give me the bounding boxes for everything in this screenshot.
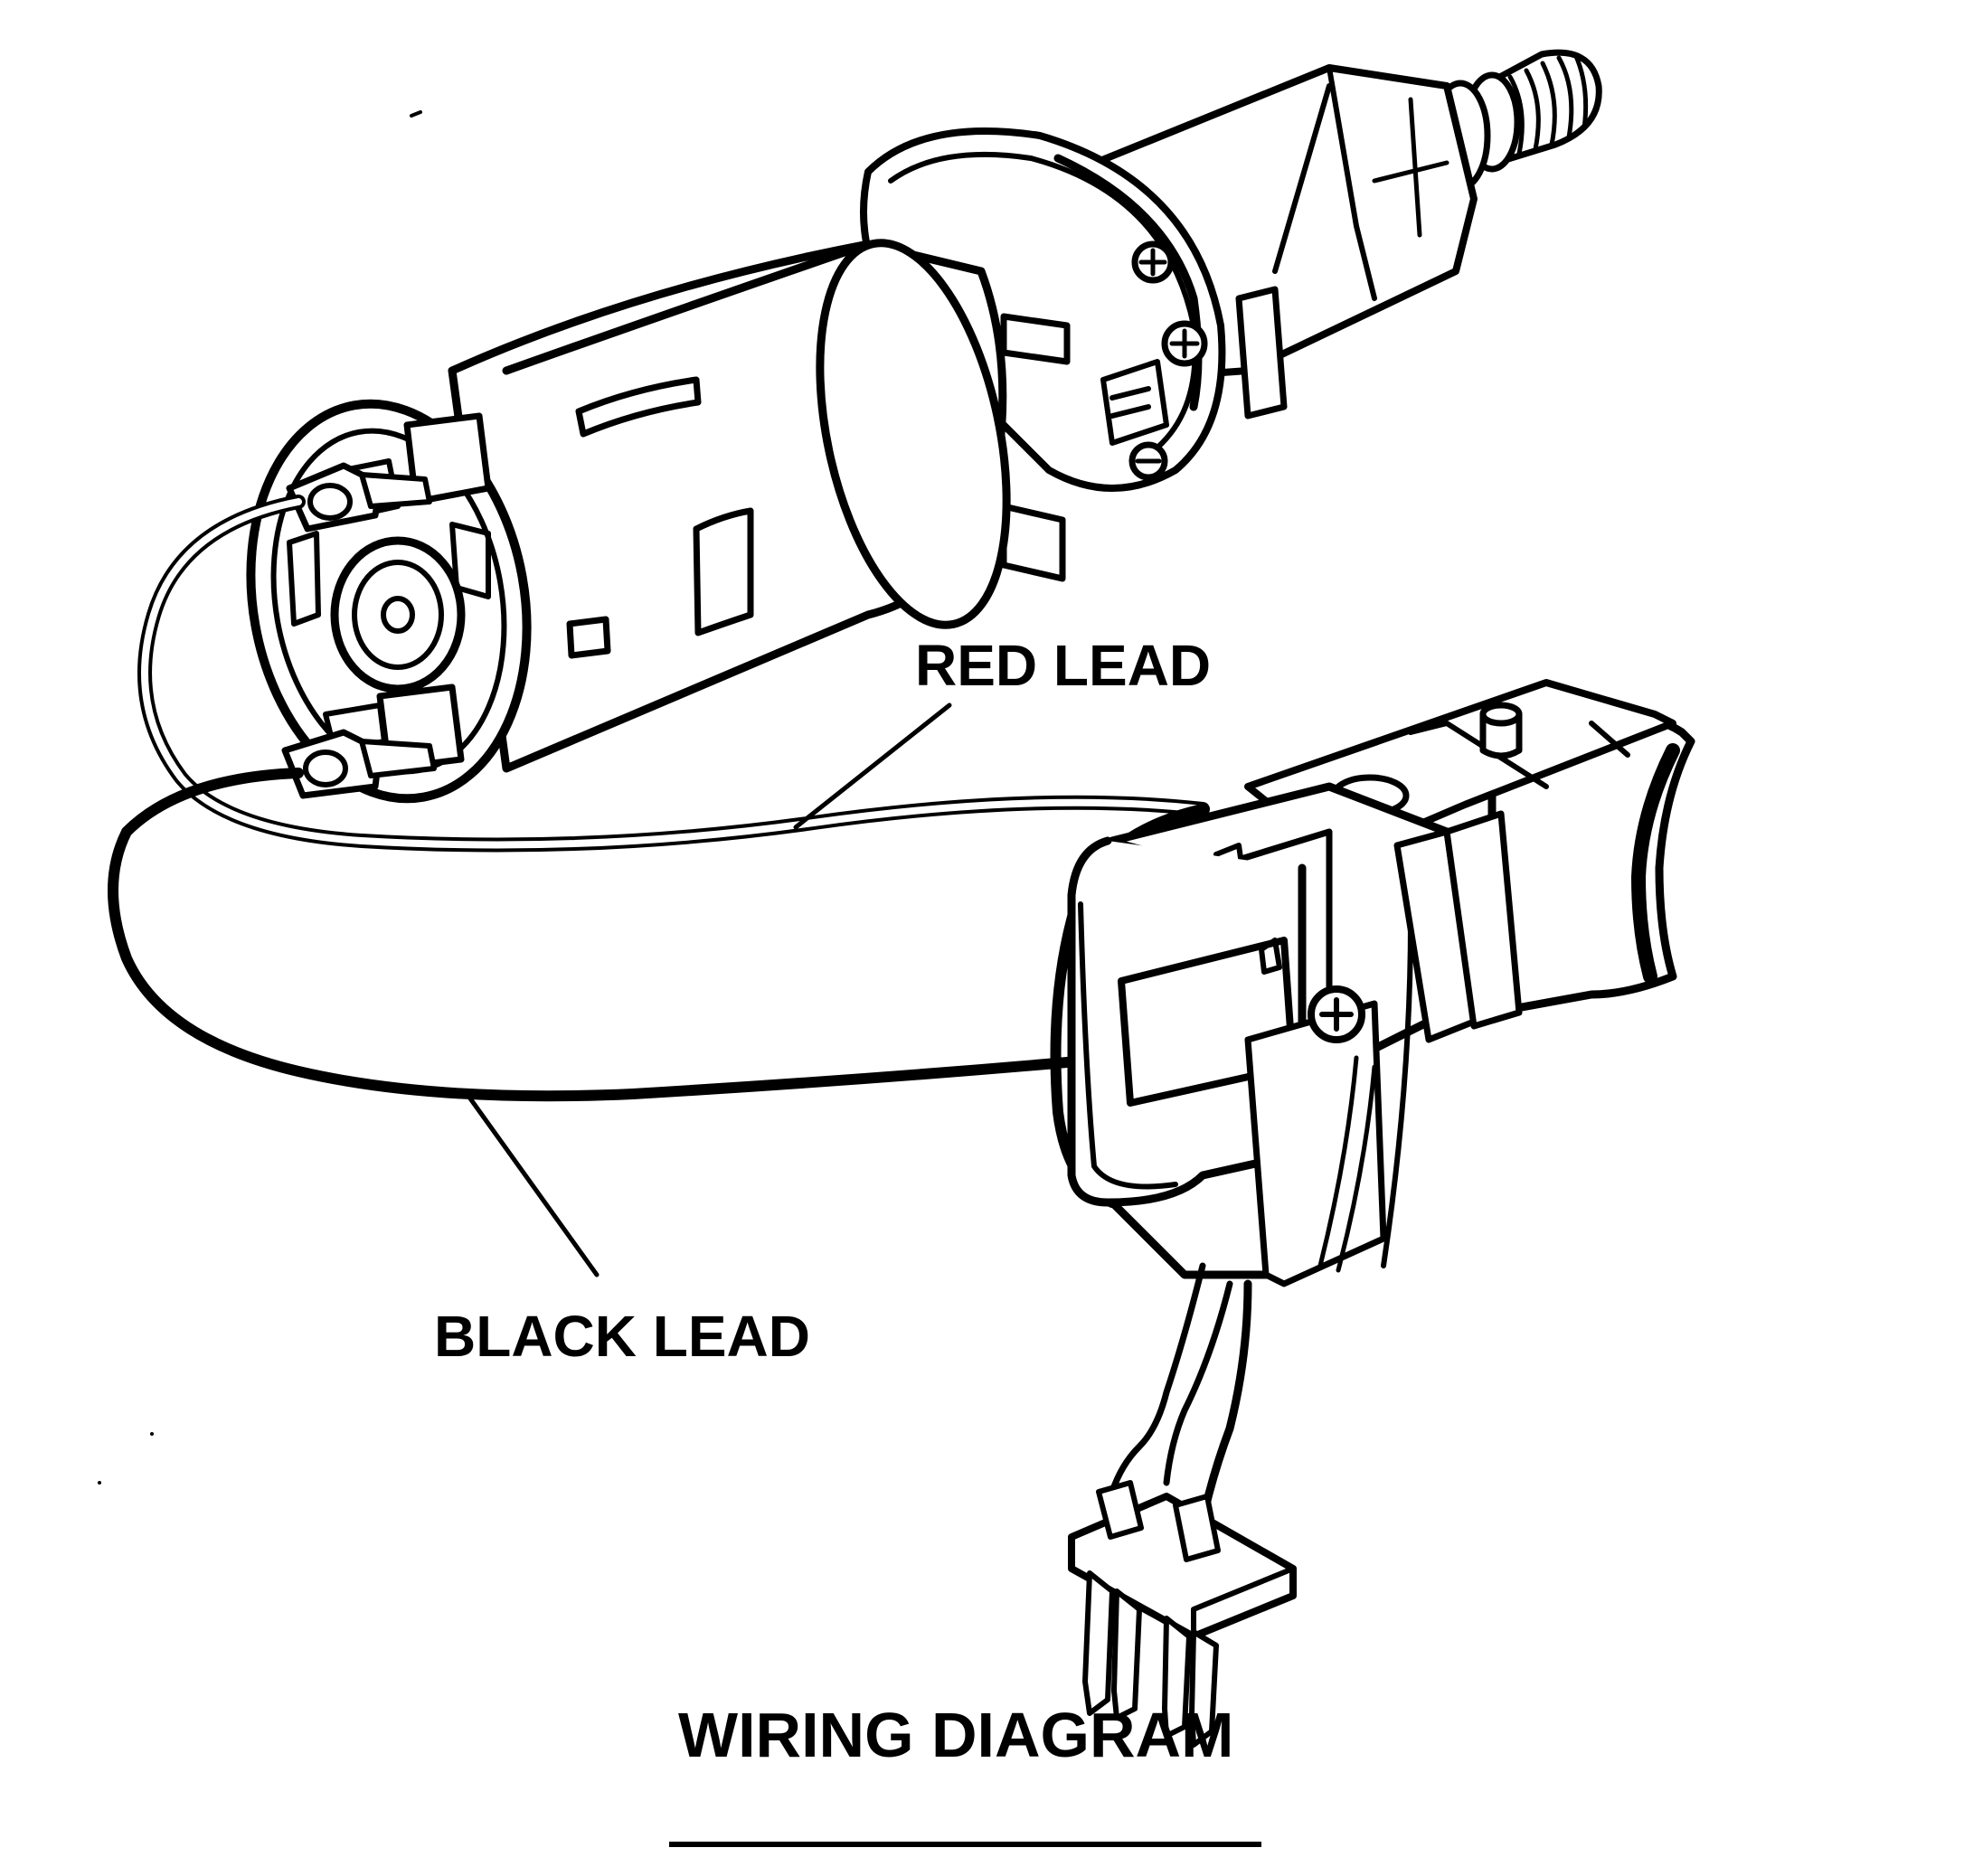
scan-speck	[150, 1432, 154, 1436]
red-lead-wire	[137, 495, 1210, 853]
screw-icon	[1131, 240, 1175, 284]
motor-terminal-top	[286, 462, 432, 533]
red-lead-label: RED LEAD	[915, 633, 1211, 698]
motor-end-cap	[246, 399, 611, 804]
black-lead-leader-line	[467, 1096, 600, 1277]
scan-speck	[410, 110, 422, 118]
screw-icon	[1128, 441, 1168, 481]
battery-terminal-block	[1068, 1480, 1297, 1748]
motor-terminal-bottom	[281, 729, 437, 799]
trigger-switch	[1067, 679, 1695, 1505]
motor	[246, 239, 1011, 804]
red-lead-leader-line	[793, 702, 952, 830]
screw-icon	[1161, 320, 1208, 367]
screw-icon	[1308, 985, 1365, 1043]
scan-speck	[98, 1481, 101, 1485]
diagram-title: WIRING DIAGRAM	[678, 1700, 1233, 1770]
gearbox-assembly	[860, 49, 1602, 582]
black-lead-label: BLACK LEAD	[434, 1304, 810, 1369]
